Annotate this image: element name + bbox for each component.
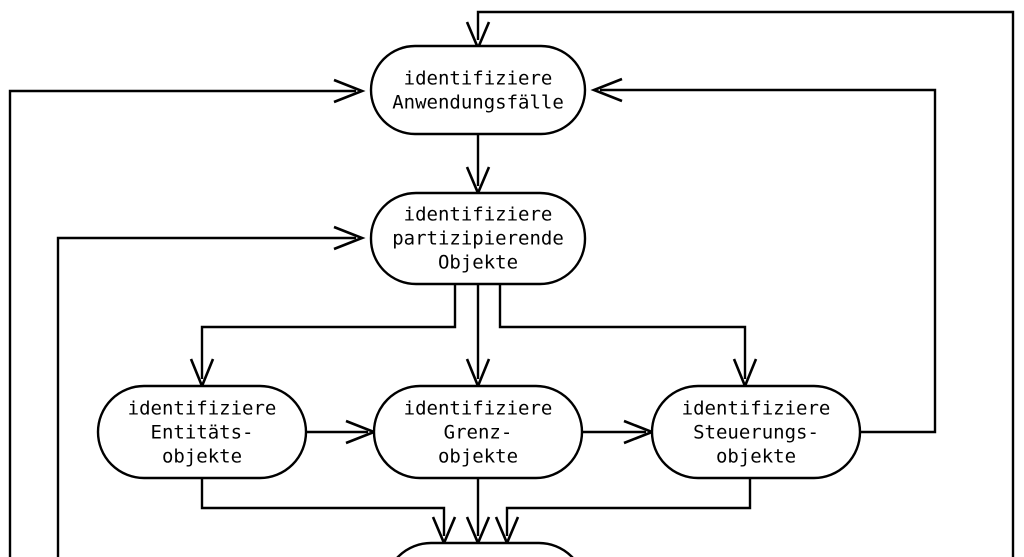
- node-grenzobjekte-shape[interactable]: [372, 384, 584, 480]
- node-partizipierende-objekte-line1: identifiziere: [404, 204, 553, 226]
- node-entitaetsobjekte[interactable]: identifiziere Entitäts- objekte: [96, 384, 308, 480]
- node-steuerungsobjekte-line1: identifiziere: [682, 398, 831, 420]
- edge-partizipierende-to-entitaets: [200, 284, 457, 379]
- arrow-offpage-left-to-anwendungsfaelle: [333, 78, 366, 104]
- node-partizipierende-objekte-line3: Objekte: [438, 252, 518, 274]
- arrow-steuerungs-to-anwendungsfaelle: [590, 77, 623, 103]
- arrow-offpage-left-to-partizipierende: [333, 225, 366, 251]
- node-entitaetsobjekte-line3: objekte: [162, 446, 242, 468]
- node-grenzobjekte-line1: identifiziere: [404, 398, 553, 420]
- node-partizipierende-objekte[interactable]: identifiziere partizipierende Objekte: [369, 191, 587, 286]
- node-partizipierende-objekte-shape[interactable]: [369, 191, 587, 286]
- node-partizipierende-objekte-line2: partizipierende: [392, 228, 564, 250]
- node-layer: identifiziere Anwendungsfälle identifizi…: [96, 44, 862, 557]
- node-grenzobjekte-line3: objekte: [438, 446, 518, 468]
- node-entitaetsobjekte-line1: identifiziere: [128, 398, 277, 420]
- edge-entitaets-to-bottom-node: [200, 478, 446, 536]
- edge-offpage-left-to-partizipierende: [56, 236, 356, 557]
- edge-steuerungs-to-anwendungsfaelle: [600, 88, 937, 434]
- node-steuerungsobjekte-line2: Steuerungs-: [693, 422, 819, 444]
- node-bottom-partial[interactable]: [385, 541, 585, 557]
- node-steuerungsobjekte-shape[interactable]: [650, 384, 862, 480]
- node-anwendungsfaelle-line1: identifiziere: [404, 68, 553, 90]
- node-entitaetsobjekte-line2: Entitäts-: [151, 422, 254, 444]
- node-grenzobjekte-line2: Grenz-: [444, 422, 513, 444]
- node-steuerungsobjekte-line3: objekte: [716, 446, 796, 468]
- edge-offpage-right-to-anwendungsfaelle: [476, 10, 1015, 557]
- edge-offpage-left-to-anwendungsfaelle: [8, 89, 356, 557]
- node-anwendungsfaelle-shape[interactable]: [369, 44, 587, 136]
- node-steuerungsobjekte[interactable]: identifiziere Steuerungs- objekte: [650, 384, 862, 480]
- node-entitaetsobjekte-shape[interactable]: [96, 384, 308, 480]
- node-bottom-partial-shape[interactable]: [385, 541, 585, 557]
- node-anwendungsfaelle[interactable]: identifiziere Anwendungsfälle: [369, 44, 587, 136]
- node-anwendungsfaelle-line2: Anwendungsfälle: [392, 92, 564, 114]
- edge-layer: [8, 10, 1015, 557]
- edge-steuerungs-to-bottom-node: [505, 478, 752, 536]
- node-grenzobjekte[interactable]: identifiziere Grenz- objekte: [372, 384, 584, 480]
- edge-partizipierende-to-steuerungs: [498, 284, 747, 379]
